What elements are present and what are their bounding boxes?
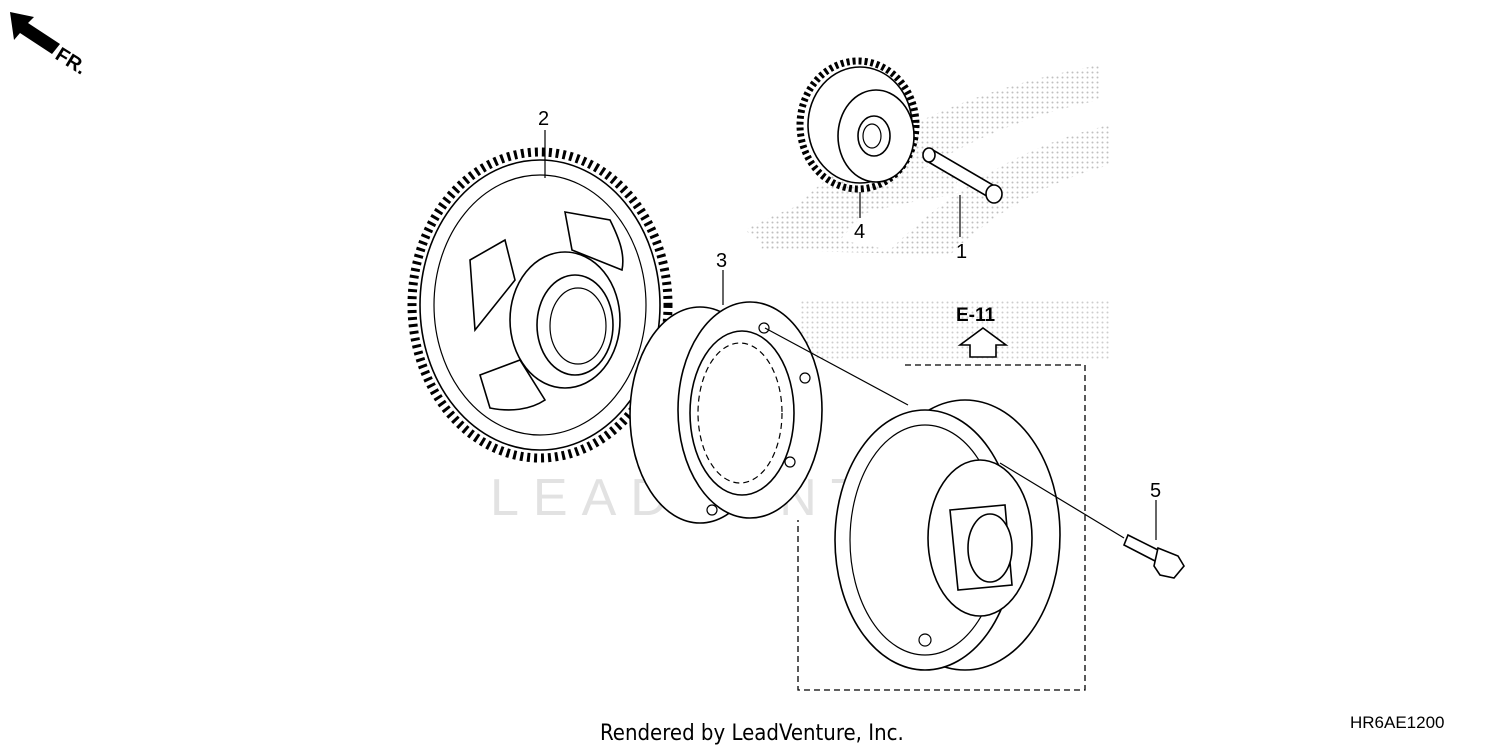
part-4-idle-gear: [796, 57, 920, 193]
assembly-boundary: [797, 364, 1086, 691]
part-5-bolt: [1122, 533, 1185, 579]
callout-1[interactable]: 1: [956, 241, 967, 263]
reference-label[interactable]: E-11: [956, 305, 996, 326]
front-arrow-icon: [10, 12, 60, 54]
starter-clutch-outer: [834, 399, 1061, 671]
callout-3[interactable]: 3: [716, 250, 727, 272]
part-2-large-gear: [407, 147, 673, 463]
direction-label: FR.: [51, 44, 90, 80]
diagram-code: HR6AE1200: [1350, 713, 1445, 732]
up-arrow-icon: [957, 327, 1009, 358]
callout-4[interactable]: 4: [854, 221, 865, 243]
leader-lines: [544, 130, 1157, 540]
part-3-one-way-clutch: [629, 301, 823, 524]
part-1-shaft: [922, 147, 1003, 204]
callout-5[interactable]: 5: [1150, 480, 1161, 502]
footer-credit: Rendered by LeadVenture, Inc.: [600, 721, 904, 746]
callout-2[interactable]: 2: [538, 108, 549, 130]
